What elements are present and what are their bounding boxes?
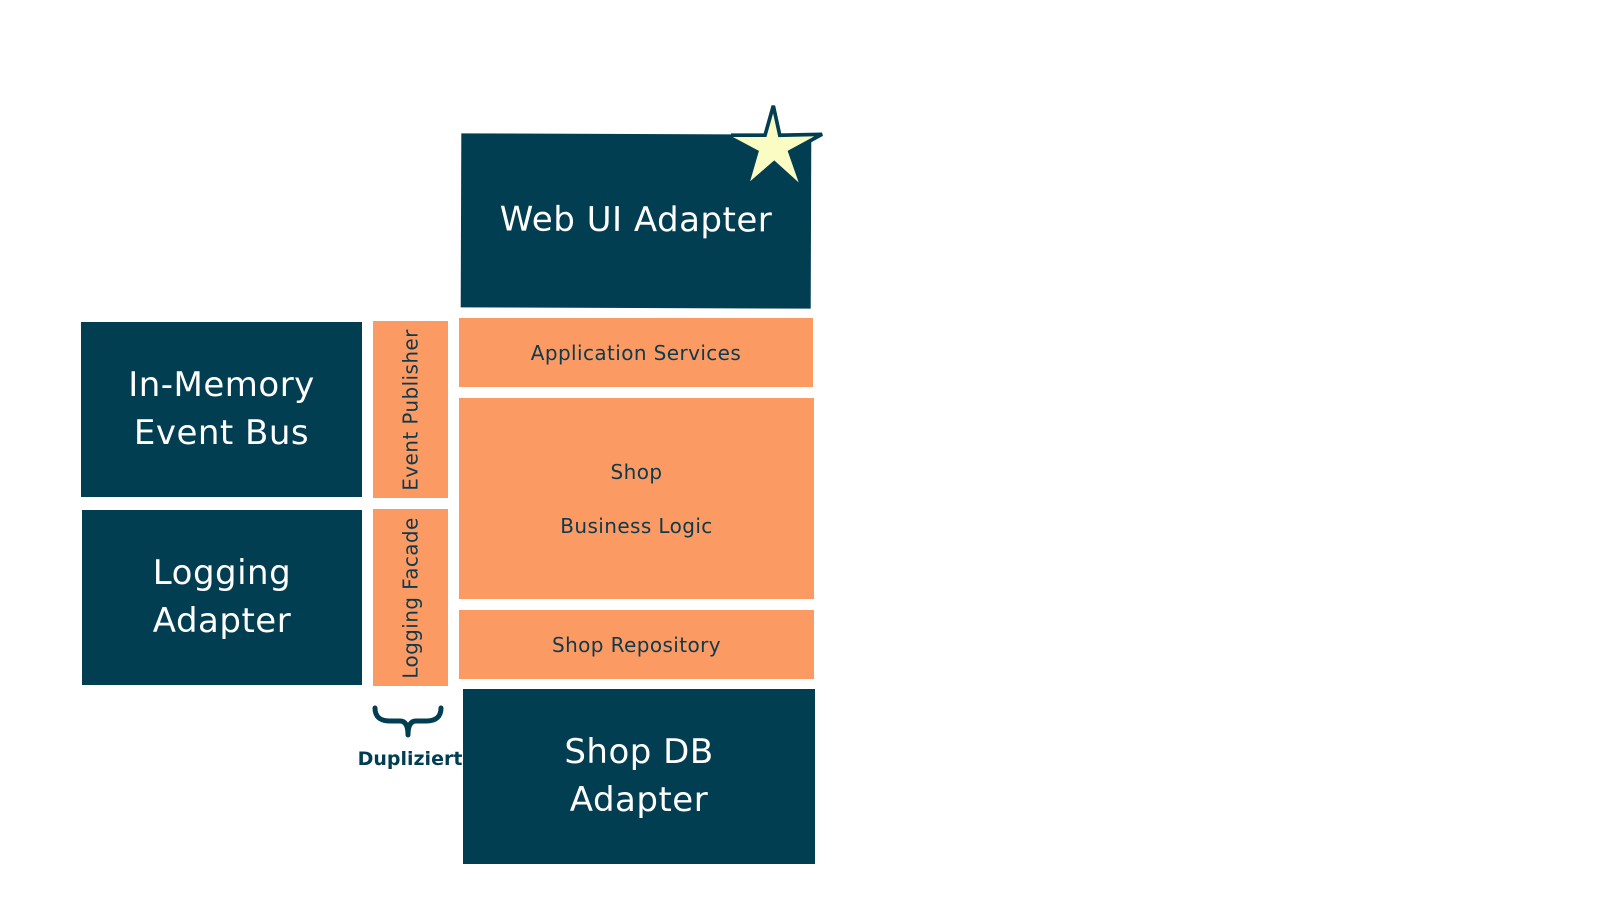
shop-repository-label: Shop Repository: [551, 632, 721, 657]
shop-business-logic-line2: Business Logic: [560, 513, 713, 538]
shop-business-logic-block: Shop Business Logic: [459, 398, 814, 599]
logging-adapter-block: Logging Adapter: [82, 510, 362, 685]
in-memory-event-bus-block: In-Memory Event Bus: [81, 322, 362, 497]
application-services-block: Application Services: [459, 318, 813, 387]
logging-adapter-label: Logging Adapter: [152, 552, 292, 641]
logging-facade-block: Logging Facade: [373, 509, 448, 686]
duplicated-label: Dupliziert: [357, 748, 463, 770]
shop-db-adapter-label: Shop DB Adapter: [564, 731, 714, 820]
curly-brace-icon: [372, 705, 444, 738]
shop-business-logic-line1: Shop: [610, 459, 663, 484]
shop-db-adapter-block: Shop DB Adapter: [463, 689, 815, 864]
logging-facade-label: Logging Facade: [398, 516, 423, 679]
web-ui-adapter-label: Web UI Adapter: [499, 199, 773, 241]
shop-repository-block: Shop Repository: [459, 610, 814, 679]
star-icon: [731, 105, 823, 193]
event-publisher-block: Event Publisher: [373, 321, 448, 498]
in-memory-event-bus-label: In-Memory Event Bus: [128, 364, 315, 453]
event-publisher-label: Event Publisher: [398, 328, 423, 491]
application-services-label: Application Services: [530, 340, 742, 365]
